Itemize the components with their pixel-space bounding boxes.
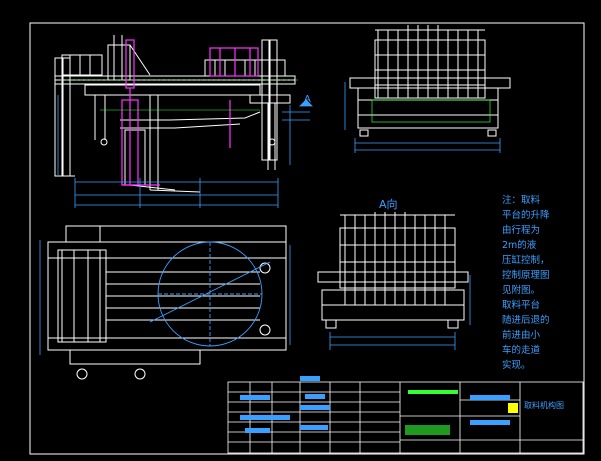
- a-direction-view: [317, 212, 469, 329]
- section-arrow-label: A: [304, 94, 311, 105]
- a-direction-view-label: A向: [379, 198, 398, 211]
- title-block: [227, 381, 584, 454]
- title-block-name: 取料机构图: [524, 401, 564, 410]
- side-view-dimensions: [344, 82, 501, 153]
- title-block-highlights: [240, 376, 518, 435]
- front-elevation-guides: [60, 79, 300, 111]
- a-direction-dimensions: [329, 275, 471, 350]
- front-elevation-highlight: [121, 39, 259, 186]
- plan-view: [47, 225, 287, 380]
- side-view: [349, 25, 511, 137]
- design-note: 注：取料 平台的升降 由行程为 2m的液 压缸控制， 控制原理图 见附图。 取料…: [502, 195, 550, 371]
- sheet-border: [29, 22, 585, 455]
- side-view-guides: [371, 99, 491, 123]
- plan-view-dimensions: [39, 240, 291, 355]
- plan-view-turntable: [149, 241, 271, 347]
- front-elevation-view: [54, 35, 296, 193]
- front-elevation-dimensions: [57, 95, 313, 208]
